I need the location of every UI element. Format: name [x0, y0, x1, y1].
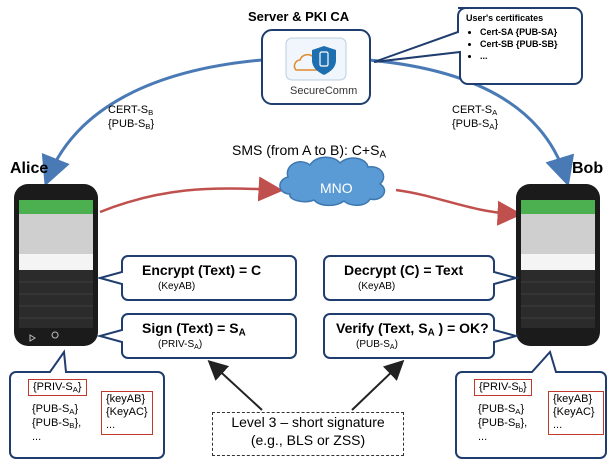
- cert-arrow-to-bob: [367, 58, 575, 187]
- certificate-item: ...: [480, 50, 558, 62]
- alice-sign-text: Sign (Text) = SA: [142, 320, 246, 339]
- alice-cert-label: CERT-SB {PUB-SB}: [108, 104, 155, 131]
- alice-encrypt-callout: [96, 255, 297, 301]
- alice-private-key: {PRIV-SA}: [28, 379, 87, 397]
- alice-sign-key: (PRIV-SA): [158, 339, 203, 351]
- certificate-item: Cert-SA {PUB-SA}: [480, 26, 558, 38]
- alice-encrypt-text: Encrypt (Text) = C: [142, 262, 262, 278]
- mno-label: MNO: [320, 180, 353, 196]
- alice-symmetric-keys: {keyAB} {KeyAC} ...: [101, 391, 153, 435]
- bob-decrypt-callout: [323, 255, 520, 301]
- sms-label: SMS (from A to B): C+SA: [232, 142, 386, 161]
- phone-logo-icon: [319, 51, 329, 67]
- mno-cloud: [279, 156, 386, 207]
- server-title: Server & PKI CA: [248, 9, 350, 24]
- shield-icon: [312, 46, 336, 75]
- alice-name: Alice: [10, 160, 49, 177]
- signature-arrow-to-bob: [351, 359, 405, 411]
- certificates-title: User's certificates: [466, 13, 544, 23]
- signature-note: Level 3 – short signature (e.g., BLS or …: [212, 412, 404, 456]
- bob-public-keys: {PUB-SA} {PUB-SB}, ...: [478, 403, 528, 443]
- alice-public-keys: {PUB-SA} {PUB-SB}, ...: [32, 403, 82, 443]
- alice-encrypt-key: (KeyAB): [158, 281, 196, 292]
- bob-decrypt-key: (KeyAB): [358, 281, 396, 292]
- alice-sign-callout: [96, 313, 297, 359]
- bob-verify-key: (PUB-SA): [356, 339, 398, 351]
- signature-note-line1: Level 3 – short signature: [231, 414, 385, 430]
- signature-note-line2: (e.g., BLS or ZSS): [250, 432, 366, 449]
- sms-arrow-alice-to-mno: [99, 176, 284, 214]
- bob-verify-text: Verify (Text, SA ) = OK?: [336, 320, 489, 339]
- certificates-callout: [373, 7, 583, 85]
- alice-phone: [14, 184, 98, 346]
- bob-decrypt-text: Decrypt (C) = Text: [344, 262, 464, 278]
- bob-cert-label: CERT-SA {PUB-SA}: [452, 104, 499, 131]
- bob-verify-callout: [323, 313, 520, 359]
- bob-private-key: {PRIV-Sb}: [474, 379, 532, 397]
- bob-name: Bob: [572, 160, 604, 177]
- securecomm-label: SecureComm: [290, 85, 358, 97]
- certificates-list: User's certificates Cert-SA {PUB-SA} Cer…: [466, 12, 558, 63]
- bob-phone: [516, 184, 600, 346]
- signature-arrow-to-alice: [207, 359, 263, 411]
- cert-arrow-to-alice: [41, 58, 263, 187]
- certificate-item: Cert-SB {PUB-SB}: [480, 38, 558, 50]
- sms-arrow-mno-to-bob: [395, 188, 523, 226]
- bob-symmetric-keys: {keyAB} {KeyAC} ...: [548, 391, 604, 435]
